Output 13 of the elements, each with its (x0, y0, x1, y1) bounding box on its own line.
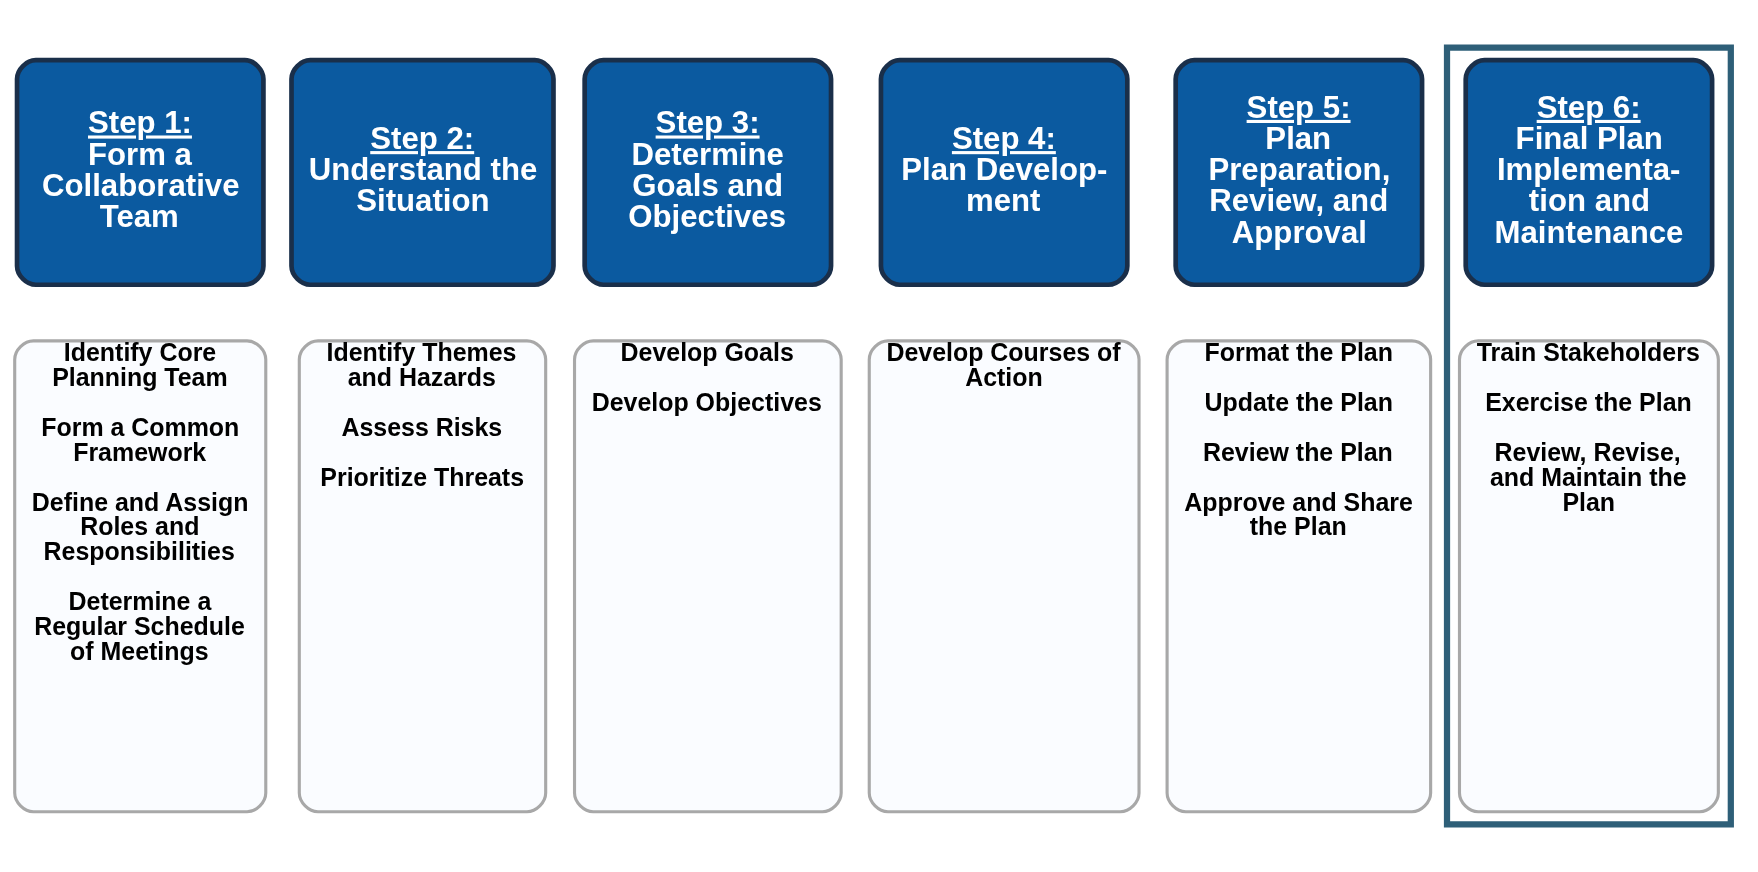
node-box: Identify Core Planning Team Form a Common Framework Define and Assign Roles and Responsibilities Determine a Regular Schedule of Meetings (13, 339, 268, 814)
node-box: Step 1: Form a Collaborative Team (14, 57, 266, 288)
cluster (1443, 44, 1734, 828)
node-box: Step 3: Determine Goals and Objectives (582, 57, 834, 288)
node-box: Develop Courses of Action (867, 339, 1141, 814)
node-box: Format the Plan Update the Plan Review the Plan Approve and Share the Plan (1165, 339, 1433, 814)
node-box: Step 2: Understand the Situation (289, 57, 556, 288)
node-box: Step 6: Final Plan Implementa-tion and Maintenance (1463, 57, 1715, 288)
node-box: Train Stakeholders Exercise the Plan Review, Revise, and Maintain the Plan (1457, 339, 1720, 814)
node-box: Identify Themes and Hazards Assess Risks Prioritize Threats (297, 339, 548, 814)
node-box: Step 4: Plan Develop-ment (878, 57, 1130, 288)
node-box: Step 5: Plan Preparation, Review, and Approval (1173, 57, 1425, 288)
node-box: Develop Goals Develop Objectives (572, 339, 843, 814)
